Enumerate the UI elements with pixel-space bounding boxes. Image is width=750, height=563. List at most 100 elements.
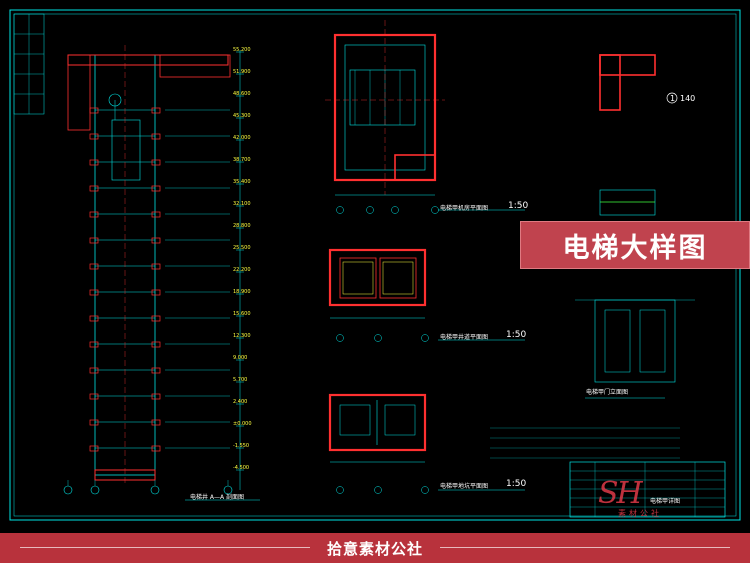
pit-plan-title: 电梯甲地坑平面图	[440, 483, 489, 490]
watermark-logo: SH 素材公社	[590, 476, 690, 518]
floor-beam-left	[89, 159, 99, 166]
floor-beam-right	[151, 237, 161, 244]
section-roof	[159, 54, 231, 78]
floor-beam-right	[151, 315, 161, 322]
axis-bubble	[374, 334, 382, 342]
elevation-label: 35.400	[233, 179, 251, 185]
car-a-inner	[342, 261, 374, 295]
detail-slab	[599, 54, 656, 76]
axis-bubble	[421, 486, 429, 494]
footer-bar: 拾意素材公社	[0, 533, 750, 563]
door-leaf-left	[604, 309, 631, 373]
cad-drawing-canvas: 55.20051.90048.60045.30042.00038.70035.4…	[9, 9, 741, 521]
pit-plan-walls	[328, 393, 427, 452]
elevator-car	[111, 119, 141, 181]
machine-stair	[394, 154, 436, 181]
floor-beam-right	[151, 185, 161, 192]
watermark-logo-text: SH	[598, 476, 643, 511]
section-title: 电梯井 A—A 剖面图	[190, 494, 245, 501]
floor-beam-left	[89, 393, 99, 400]
floor-beam-right	[151, 445, 161, 452]
car-b-inner	[382, 261, 414, 295]
footer-text: 拾意素材公社	[326, 539, 423, 558]
axis-bubble	[336, 334, 344, 342]
floor-beam-left	[89, 367, 99, 374]
axis-bubble	[421, 334, 429, 342]
elevation-label: 42.000	[233, 135, 251, 141]
floor-beam-left	[89, 107, 99, 114]
floor-beam-left	[89, 263, 99, 270]
elevation-label: -1.550	[233, 443, 249, 449]
floor-beam-left	[89, 133, 99, 140]
shaft-plan-car-b	[379, 257, 417, 299]
elevation-label: ±0.000	[233, 421, 252, 427]
elevation-label: 15.600	[233, 311, 251, 317]
axis-bubble	[336, 206, 344, 214]
elevation-label: 25.500	[233, 245, 251, 251]
floor-beam-left	[89, 341, 99, 348]
elevation-label: 5.700	[233, 377, 247, 383]
pit-buffer-a	[339, 404, 371, 436]
floor-beam-right	[151, 341, 161, 348]
footer-divider-left	[20, 547, 310, 548]
title-banner-text: 电梯大样图	[562, 232, 708, 264]
elevation-label: 9.000	[233, 355, 247, 361]
floor-beam-right	[151, 159, 161, 166]
shaft-plan-car-a	[339, 257, 377, 299]
title-banner: 电梯大样图	[520, 221, 750, 269]
axis-bubble	[374, 486, 382, 494]
floor-beam-right	[151, 107, 161, 114]
elevation-label: 18.900	[233, 289, 251, 295]
floor-beam-left	[89, 315, 99, 322]
shaft-plan-scale: 1:50	[506, 330, 527, 340]
callout-number: 1	[670, 94, 676, 103]
floor-beam-right	[151, 211, 161, 218]
footer-divider-right	[440, 547, 730, 548]
axis-bubble	[336, 486, 344, 494]
door-detail-title: 电梯甲门立面图	[586, 389, 629, 396]
elevation-label: 28.800	[233, 223, 251, 229]
floor-beam-left	[89, 237, 99, 244]
machine-room-title: 电梯甲机房平面图	[440, 205, 489, 212]
axis-bubble	[431, 206, 439, 214]
axis-bubble	[90, 485, 100, 495]
title-block	[569, 461, 726, 518]
section-roof-slab	[67, 54, 229, 66]
floor-beam-right	[151, 367, 161, 374]
elevation-label: 45.300	[233, 113, 251, 119]
door-leaf-right	[639, 309, 666, 373]
pit-plan-scale: 1:50	[506, 479, 527, 489]
title-block-label: 电梯甲详图	[650, 498, 681, 505]
shaft-plan-title: 电梯甲井道平面图	[440, 334, 489, 341]
machine-room-scale: 1:50	[508, 201, 529, 211]
elevation-label: 38.700	[233, 157, 251, 163]
floor-beam-right	[151, 289, 161, 296]
floor-beam-left	[89, 211, 99, 218]
axis-bubble	[150, 485, 160, 495]
detail-wall	[599, 54, 621, 111]
watermark-subtext: 素材公社	[618, 509, 662, 518]
detail-callout-bubble	[666, 92, 678, 104]
axis-bubble	[63, 485, 73, 495]
floor-beam-right	[151, 419, 161, 426]
elevation-label: 12.300	[233, 333, 251, 339]
elevation-label: -4.500	[233, 465, 249, 471]
floor-beam-left	[89, 445, 99, 452]
floor-beam-left	[89, 289, 99, 296]
floor-beam-left	[89, 419, 99, 426]
pit-buffer-b	[384, 404, 416, 436]
axis-bubble	[366, 206, 374, 214]
floor-beam-right	[151, 263, 161, 270]
elevation-label: 2.400	[233, 399, 247, 405]
elevation-label: 22.200	[233, 267, 251, 273]
machine-base	[349, 69, 416, 126]
axis-bubble	[391, 206, 399, 214]
door-header-section	[599, 189, 656, 216]
elevation-label: 48.600	[233, 91, 251, 97]
elevation-label: 51.900	[233, 69, 251, 75]
floor-beam-right	[151, 133, 161, 140]
door-elevation	[594, 299, 676, 383]
elevation-label: 32.100	[233, 201, 251, 207]
floor-beam-left	[89, 185, 99, 192]
callout-text: 140	[680, 94, 696, 103]
